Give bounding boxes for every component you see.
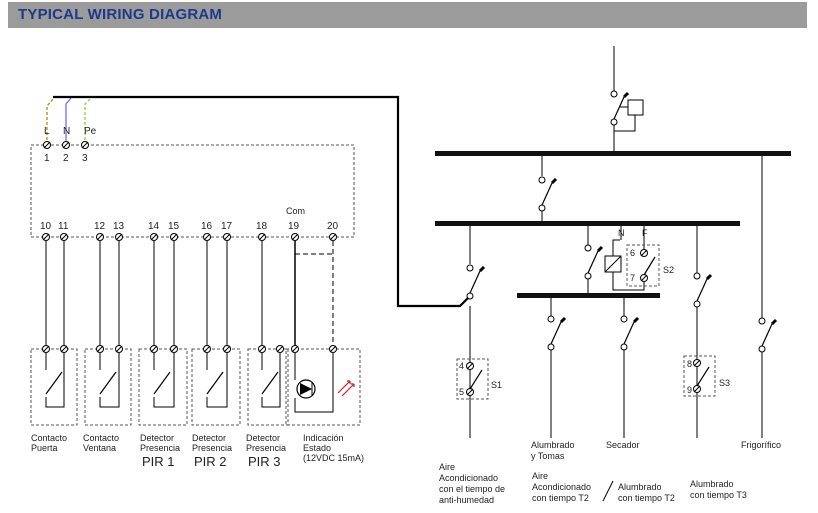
led-icon (337, 380, 355, 397)
terminal-num-10: 10 (40, 221, 52, 232)
load-alum-t2-2: con tiempo T2 (618, 493, 675, 503)
breaker-alumbrado-tomas (546, 314, 567, 352)
terminal-num-1: 1 (44, 153, 50, 164)
device-label-ind-2: Estado (303, 443, 331, 453)
relay-s2 (626, 244, 660, 287)
busbar-main (435, 151, 791, 156)
s2-f: F (642, 228, 648, 238)
load-alumbrado-2: y Tomas (531, 451, 565, 461)
device-box-pir3 (247, 345, 289, 426)
load-aire-t2-3: con tiempo T2 (532, 493, 589, 503)
load-aire-hum-2: Acondicionado (439, 473, 498, 483)
wire-l (46, 98, 54, 145)
device-label-puerta-1: Contacto (31, 433, 67, 443)
busbar-s2 (517, 293, 660, 298)
breaker-frigorifico (757, 316, 778, 354)
load-aire-hum-1: Aire (439, 462, 455, 472)
breaker-secador (619, 314, 640, 352)
terminal-num-12: 12 (94, 221, 106, 232)
diagram-title: TYPICAL WIRING DIAGRAM (18, 6, 223, 23)
load-alumbrado-1: Alumbrado (531, 440, 575, 450)
load-aire-t2-1: Aire (532, 471, 548, 481)
s2-bottom: 7 (630, 273, 635, 283)
device-label-ventana-1: Contacto (83, 433, 119, 443)
device-box-pir2 (191, 345, 241, 426)
header-bar: TYPICAL WIRING DIAGRAM (8, 2, 807, 28)
terminal-num-13: 13 (113, 221, 125, 232)
breaker-coil (627, 99, 644, 116)
terminal-1 (43, 141, 51, 149)
breaker-s1 (465, 263, 486, 301)
busbar-secondary (435, 221, 740, 226)
device-label-pir1-1: Detector (140, 433, 174, 443)
terminal-num-17: 17 (221, 221, 233, 232)
load-aire-hum-4: anti-humedad (439, 495, 494, 505)
power-label-n: N (63, 126, 70, 137)
terminal-3 (81, 141, 89, 149)
device-label-ventana-2: Ventana (83, 443, 116, 453)
device-label-puerta-2: Puerta (31, 443, 58, 453)
terminal-num-19: 19 (288, 221, 300, 232)
device-box-ventana (84, 345, 132, 426)
module-box (30, 144, 355, 238)
device-label-pir2-2: Presencia (192, 443, 232, 453)
com-label: Com (286, 206, 305, 216)
label-slash (602, 480, 614, 502)
terminal-num-18: 18 (256, 221, 268, 232)
load-frigorifico: Frigorífico (741, 440, 781, 450)
terminal-num-11: 11 (58, 221, 69, 232)
s3-bottom: 9 (687, 385, 692, 395)
terminal-num-15: 15 (168, 221, 180, 232)
load-aire-hum-3: con el tiempo de (439, 484, 505, 494)
device-box-pir1 (138, 345, 188, 426)
device-box-puerta (30, 345, 78, 426)
s3-name: S3 (719, 378, 730, 388)
control-wires (45, 241, 296, 346)
relay-s3 (683, 355, 716, 397)
load-alum-t2-1: Alumbrado (618, 482, 662, 492)
device-label-pir3-3: PIR 3 (248, 454, 281, 469)
device-label-pir2-1: Detector (192, 433, 226, 443)
terminal-num-16: 16 (201, 221, 213, 232)
s3-top: 8 (687, 359, 692, 369)
supply-wire (53, 95, 471, 308)
load-aire-t2-2: Acondicionado (532, 482, 591, 492)
coil-wires (614, 106, 636, 132)
s2-top: 6 (630, 248, 635, 258)
s1-bottom: 5 (459, 387, 464, 397)
main-breaker (609, 89, 630, 127)
power-label-pe: Pe (84, 126, 97, 137)
breaker-s2-supply (583, 243, 604, 281)
device-label-pir1-2: Presencia (140, 443, 180, 453)
device-label-pir3-1: Detector (246, 433, 280, 443)
terminal-num-14: 14 (148, 221, 160, 232)
wire-n (65, 97, 72, 145)
terminal-num-3: 3 (82, 153, 88, 164)
wire-pe (84, 98, 91, 145)
relay-s1 (456, 358, 489, 400)
s2-name: S2 (663, 265, 674, 275)
load-alum-t3-1: Alumbrado (690, 479, 734, 489)
load-secador: Secador (606, 440, 640, 450)
s1-top: 4 (459, 361, 464, 371)
device-label-ind-1: Indicación (303, 433, 344, 443)
s1-name: S1 (491, 380, 502, 390)
terminal-num-20: 20 (327, 221, 339, 232)
device-label-pir1-3: PIR 1 (142, 454, 175, 469)
device-label-ind-3: (12VDC 15mA) (303, 453, 364, 463)
power-label-l: L (44, 126, 50, 137)
device-label-pir3-2: Presencia (246, 443, 286, 453)
branch-breaker (537, 175, 558, 213)
terminal-num-2: 2 (63, 153, 69, 164)
device-box-indicacion (285, 345, 361, 426)
terminal-2 (62, 141, 70, 149)
breaker-s3 (692, 271, 713, 309)
load-alum-t3-2: con tiempo T3 (690, 490, 747, 500)
device-label-pir2-3: PIR 2 (194, 454, 227, 469)
